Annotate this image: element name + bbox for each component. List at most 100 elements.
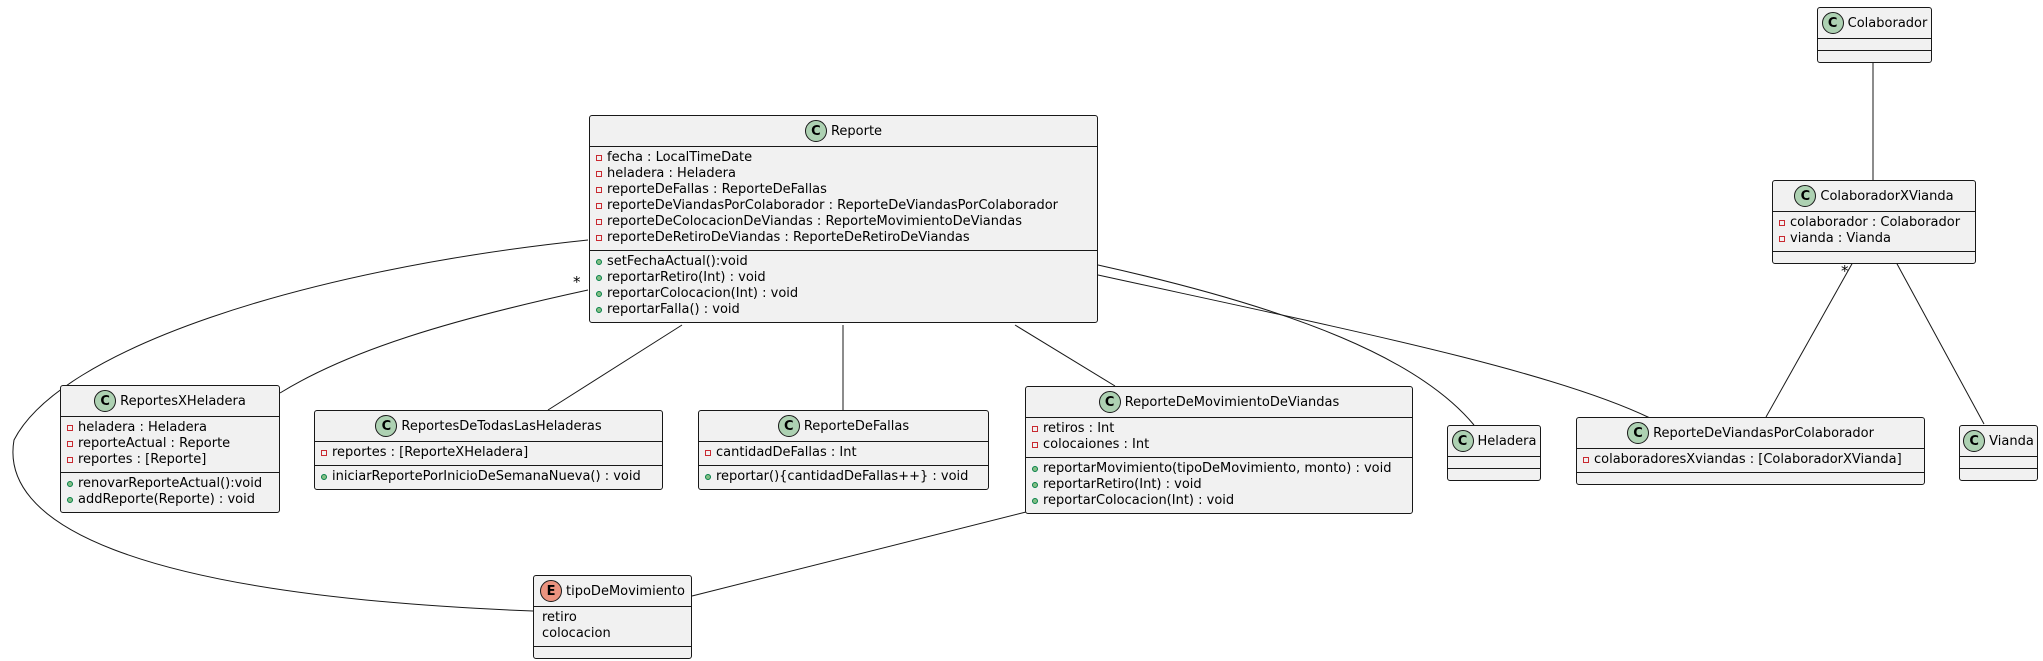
methods-section [1577, 472, 1924, 484]
field: heladera : Heladera [596, 166, 1091, 182]
private-icon [596, 187, 602, 193]
private-icon [705, 450, 711, 456]
class-header: C ReportesDeTodasLasHeladeras [315, 411, 662, 441]
method: reportarRetiro(Int) : void [596, 270, 1091, 286]
private-icon [1032, 426, 1038, 432]
private-icon [321, 450, 327, 456]
multiplicity-label: * [573, 273, 581, 291]
class-badge-icon: C [1794, 185, 1817, 207]
class-badge-icon: C [777, 415, 800, 437]
methods-section: setFechaActual():void reportarRetiro(Int… [590, 250, 1097, 322]
method: reportarColocacion(Int) : void [596, 286, 1091, 302]
field: reportes : [Reporte] [67, 452, 273, 468]
private-icon [596, 235, 602, 241]
private-icon [67, 457, 73, 463]
fields-section: retiros : Int colocaiones : Int [1026, 417, 1412, 457]
class-header: C Reporte [590, 116, 1097, 146]
public-icon [596, 259, 602, 265]
class-name: tipoDeMovimiento [566, 583, 685, 599]
class-name: ReporteDeFallas [803, 418, 910, 434]
field: reporteDeColocacionDeViandas : ReporteMo… [596, 214, 1091, 230]
field: retiros : Int [1032, 421, 1406, 437]
public-icon [1032, 482, 1038, 488]
edge-reporte-tipodemovimiento [12, 239, 589, 612]
class-badge-icon: C [1963, 430, 1986, 452]
private-icon [1779, 236, 1785, 242]
public-icon [67, 481, 73, 487]
class-name: ColaboradorXVianda [1820, 188, 1954, 204]
class-name: ReportesXHeladera [120, 393, 246, 409]
field: reporteActual : Reporte [67, 436, 273, 452]
fields-section: cantidadDeFallas : Int [699, 441, 988, 465]
class-header: C ReportesXHeladera [61, 386, 279, 416]
enum-tipodemovimiento[interactable]: E tipoDeMovimiento retiro colocacion [533, 575, 692, 659]
field: fecha : LocalTimeDate [596, 150, 1091, 166]
class-colaboradorxvianda[interactable]: C ColaboradorXVianda colaborador : Colab… [1772, 180, 1976, 264]
class-header: C Heladera [1448, 426, 1540, 456]
field: heladera : Heladera [67, 420, 273, 436]
class-badge-icon: C [1098, 391, 1121, 413]
class-badge-icon: C [375, 415, 398, 437]
class-name: ReportesDeTodasLasHeladeras [401, 418, 602, 434]
method: setFechaActual():void [596, 254, 1091, 270]
private-icon [1779, 220, 1785, 226]
class-name: Heladera [1477, 433, 1537, 449]
class-reportesxheladera[interactable]: C ReportesXHeladera heladera : Heladera … [60, 385, 280, 513]
class-reportedeviandasporcolaborador[interactable]: C ReporteDeViandasPorColaborador colabor… [1576, 417, 1925, 485]
public-icon [596, 291, 602, 297]
fields-section [1818, 38, 1931, 50]
edge-reporte-heladera [1097, 264, 1475, 426]
class-reportedefallas[interactable]: C ReporteDeFallas cantidadDeFallas : Int… [698, 410, 989, 490]
fields-section: heladera : Heladera reporteActual : Repo… [61, 416, 279, 472]
public-icon [596, 275, 602, 281]
private-icon [596, 203, 602, 209]
private-icon [1032, 442, 1038, 448]
field: colaborador : Colaborador [1779, 215, 1969, 231]
edge-colaboradorxvianda-vianda [1895, 261, 1985, 425]
enum-literal: retiro [542, 610, 577, 625]
methods-section: reportar(){cantidadDeFallas++} : void [699, 465, 988, 489]
class-badge-icon: C [1451, 430, 1474, 452]
method: reportarFalla() : void [596, 302, 1091, 318]
multiplicity-label: * [1841, 262, 1849, 280]
class-header: C ReporteDeViandasPorColaborador [1577, 418, 1924, 448]
class-badge-icon: C [804, 120, 827, 142]
method: reportarMovimiento(tipoDeMovimiento, mon… [1032, 461, 1406, 477]
methods-section: iniciarReportePorInicioDeSemanaNueva() :… [315, 465, 662, 489]
methods-section [1960, 468, 2037, 480]
class-vianda[interactable]: C Vianda [1959, 425, 2038, 481]
field: colocaiones : Int [1032, 437, 1406, 453]
methods-section: reportarMovimiento(tipoDeMovimiento, mon… [1026, 457, 1412, 513]
literals-section: retiro colocacion [534, 606, 691, 646]
class-name: Vianda [1989, 433, 2034, 449]
methods-section: renovarReporteActual():void addReporte(R… [61, 472, 279, 512]
public-icon [321, 474, 327, 480]
fields-section [1448, 456, 1540, 468]
edge-colaboradorxvianda-reporteviandasporcolaborador [1765, 261, 1854, 418]
class-heladera[interactable]: C Heladera [1447, 425, 1541, 481]
edge-reportedemovimiento-tipodemovimiento [691, 511, 1027, 597]
method: iniciarReportePorInicioDeSemanaNueva() :… [321, 469, 656, 485]
edge-reporte-reportesxheladera [279, 289, 589, 394]
public-icon [67, 497, 73, 503]
enum-literal: colocacion [542, 626, 611, 641]
method: reportarColocacion(Int) : void [1032, 493, 1406, 509]
class-colaborador[interactable]: C Colaborador [1817, 7, 1932, 63]
class-name: Colaborador [1847, 15, 1928, 31]
edge-reporte-reporteviandasporcolaborador [1097, 274, 1651, 419]
fields-section [1960, 456, 2037, 468]
method: addReporte(Reporte) : void [67, 492, 273, 508]
class-reporte[interactable]: C Reporte fecha : LocalTimeDate heladera… [589, 115, 1098, 323]
class-reportesdetodaslasheladeras[interactable]: C ReportesDeTodasLasHeladeras reportes :… [314, 410, 663, 490]
method: reportarRetiro(Int) : void [1032, 477, 1406, 493]
method: renovarReporteActual():void [67, 476, 273, 492]
field: reporteDeRetiroDeViandas : ReporteDeReti… [596, 230, 1091, 246]
field: cantidadDeFallas : Int [705, 445, 982, 461]
class-reportedemovimientodeviandas[interactable]: C ReporteDeMovimientoDeViandas retiros :… [1025, 386, 1413, 514]
private-icon [67, 441, 73, 447]
public-icon [1032, 498, 1038, 504]
field: reportes : [ReporteXHeladera] [321, 445, 656, 461]
class-header: C Colaborador [1818, 8, 1931, 38]
class-name: Reporte [830, 123, 883, 139]
